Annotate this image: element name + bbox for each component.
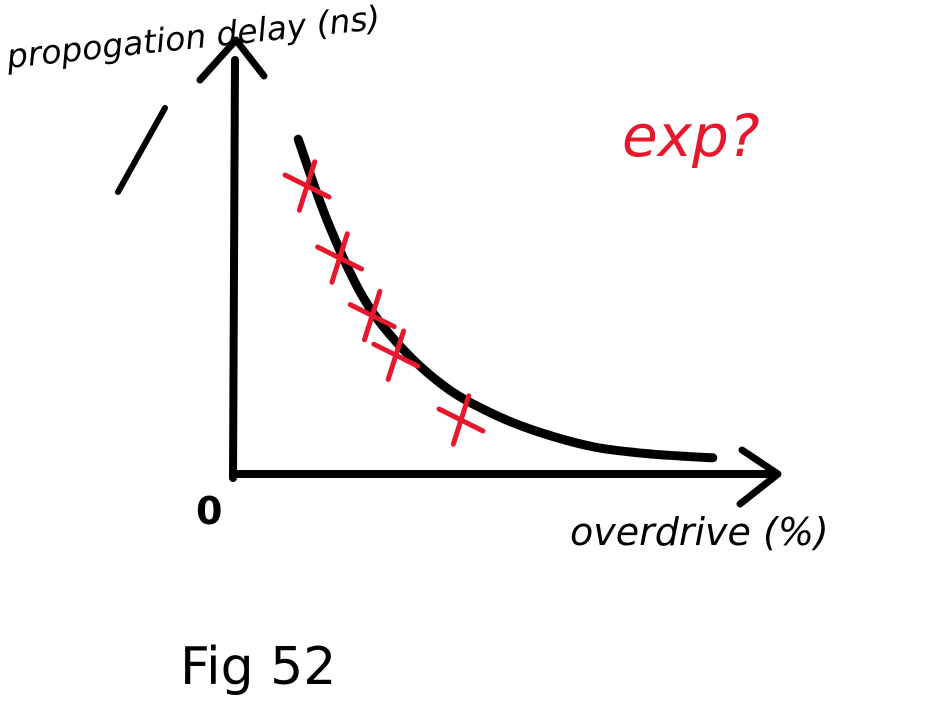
origin-label: 0 (196, 489, 222, 533)
data-point-marker (282, 159, 332, 213)
x-axis-label: overdrive (%) (570, 510, 829, 554)
y-axis-arrow (196, 36, 268, 84)
fitted-curve (293, 134, 718, 463)
y-axis-label: propogation delay (ns) (4, 0, 382, 195)
data-point-marker (315, 231, 365, 285)
axes (196, 36, 782, 508)
figure-caption: Fig 52 (180, 637, 336, 697)
data-point-marker (347, 288, 397, 343)
y-axis (229, 56, 239, 482)
y-axis-label-line1: propogation delay (ns) (4, 0, 382, 76)
y-axis-label-stroke (115, 105, 168, 195)
data-point-marker (371, 328, 421, 382)
plot-area (282, 134, 718, 463)
x-axis-arrow (736, 446, 782, 508)
annotation: exp? (622, 102, 760, 170)
data-point-marker (436, 393, 486, 447)
